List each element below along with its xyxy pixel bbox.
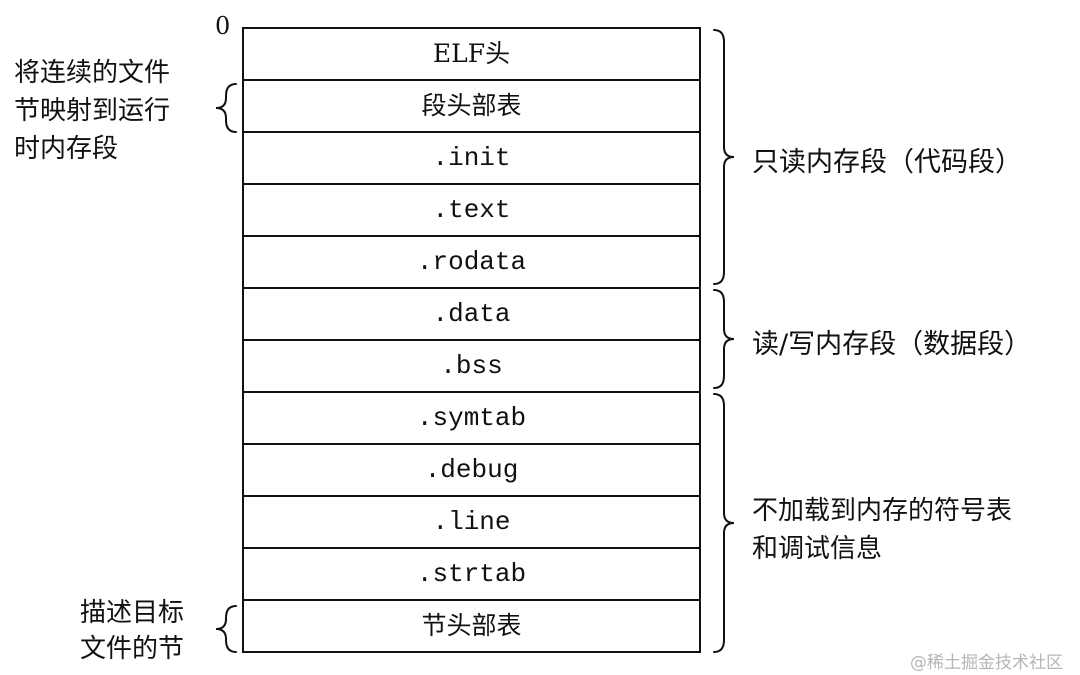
section-row-label: 节头部表 <box>421 611 522 640</box>
section-row-label: 段头部表 <box>421 91 522 120</box>
segment-header-note-line-3: 时内存段 <box>14 134 119 164</box>
section-header-note-line-2: 文件的节 <box>80 634 185 664</box>
section-row-label: .rodata <box>416 247 527 277</box>
read-write-segment-label: 读/写内存段（数据段） <box>752 329 1032 360</box>
offset-zero-label: 0 <box>215 12 231 40</box>
section-row-label: .bss <box>440 351 503 381</box>
section-row-label: .init <box>432 143 511 173</box>
section-row-label: .debug <box>424 455 519 485</box>
section-row-label: .strtab <box>416 559 527 589</box>
section-row-label: .data <box>432 299 511 329</box>
section-header-brace <box>215 605 237 653</box>
section-header-note-line-1: 描述目标 <box>80 598 185 628</box>
segment-header-note-line-2: 节映射到运行 <box>14 96 171 126</box>
watermark: @稀土掘金技术社区 <box>910 653 1063 673</box>
segment-header-brace <box>215 83 237 133</box>
read-only-brace <box>713 29 735 285</box>
section-row-label: .symtab <box>416 403 527 433</box>
segment-header-note-line-1: 将连续的文件 <box>14 58 171 88</box>
read-only-segment-label: 只读内存段（代码段） <box>752 147 1022 178</box>
section-row-label: ELF头 <box>432 39 511 68</box>
section-row-label: .line <box>432 507 511 537</box>
read-write-brace <box>713 289 735 389</box>
section-row-label: .text <box>432 195 511 225</box>
not-loaded-label-line-1: 不加载到内存的符号表 <box>752 496 1013 526</box>
not-loaded-label-line-2: 和调试信息 <box>752 534 883 564</box>
not-loaded-brace <box>713 393 735 653</box>
